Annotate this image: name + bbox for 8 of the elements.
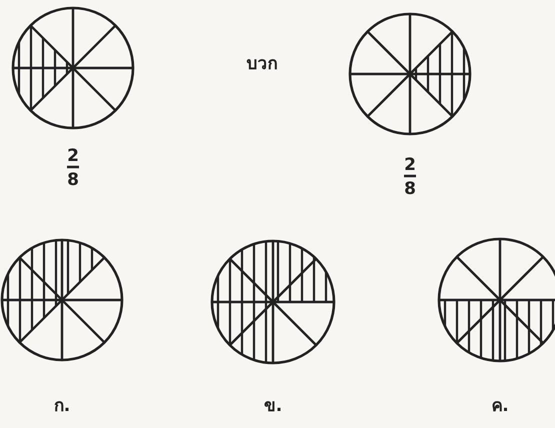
operation-word: บวก (246, 56, 278, 73)
denominator: 8 (67, 172, 79, 189)
numerator: 2 (404, 157, 416, 174)
choice-label: ก. (54, 398, 70, 415)
choice-label: ค. (491, 398, 509, 415)
denominator: 8 (404, 181, 416, 198)
choice-label: ข. (264, 398, 282, 415)
numerator: 2 (67, 148, 79, 165)
